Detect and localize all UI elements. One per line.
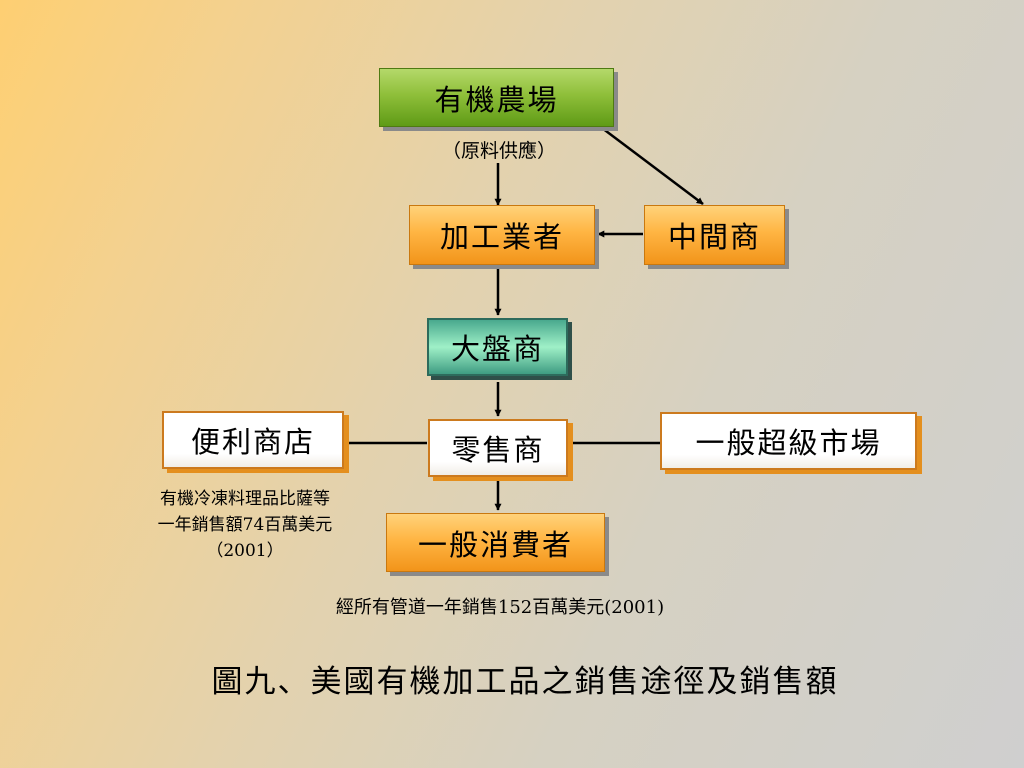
figure-caption: 圖九、美國有機加工品之銷售途徑及銷售額 <box>211 664 839 700</box>
note-raw-supply: （原料供應） <box>441 140 556 162</box>
node-retailer: 零售商 <box>428 419 568 477</box>
note-convenience-sales: 有機冷凍料理品比薩等 一年銷售額74百萬美元 （2001） <box>120 486 370 564</box>
node-convenience-store-label: 便利商店 <box>190 425 315 459</box>
note-convenience-line2: 一年銷售額74百萬美元 <box>157 515 333 535</box>
node-retailer-label: 零售商 <box>451 433 545 467</box>
note-convenience-line3: （2001） <box>206 541 284 561</box>
node-consumer-label: 一般消費者 <box>417 527 573 562</box>
node-convenience-store: 便利商店 <box>162 411 344 469</box>
note-total-sales: 經所有管道一年銷售152百萬美元(2001) <box>335 597 665 618</box>
node-supermarket-label: 一般超級市場 <box>695 426 882 460</box>
node-organic-farm-label: 有機農場 <box>434 82 559 117</box>
node-organic-farm: 有機農場 <box>379 68 614 127</box>
node-supermarket: 一般超級市場 <box>660 412 917 470</box>
node-middleman: 中間商 <box>644 205 785 265</box>
node-consumer: 一般消費者 <box>386 513 605 572</box>
node-wholesaler: 大盤商 <box>427 318 568 376</box>
node-middleman-label: 中間商 <box>667 220 761 254</box>
arrow-farm-to-middleman <box>601 127 704 205</box>
node-processor: 加工業者 <box>409 205 595 265</box>
node-processor-label: 加工業者 <box>439 220 564 254</box>
node-wholesaler-label: 大盤商 <box>450 332 544 366</box>
note-convenience-line1: 有機冷凍料理品比薩等 <box>160 489 330 509</box>
